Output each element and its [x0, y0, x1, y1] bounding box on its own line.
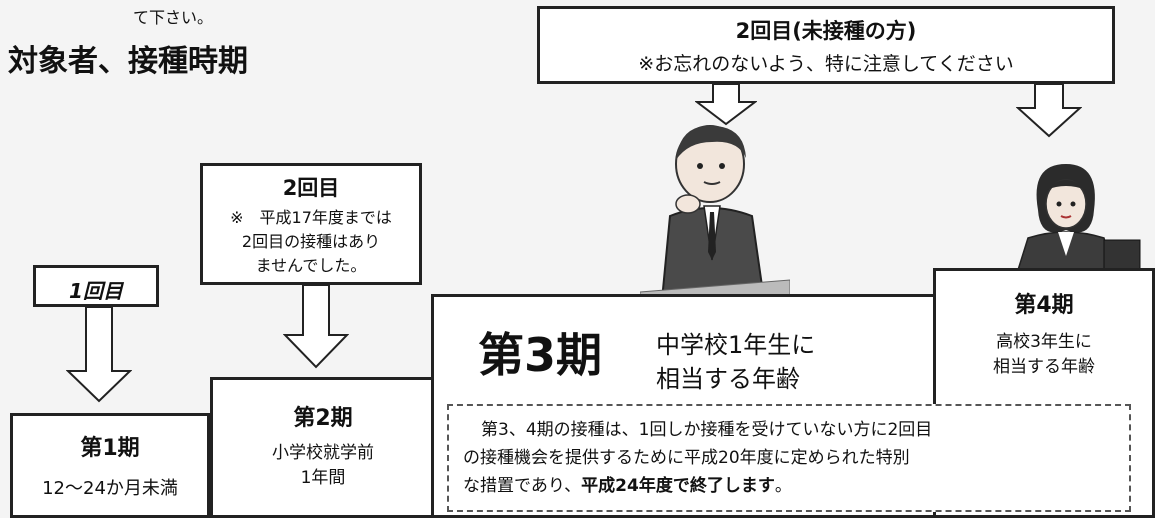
period3-desc-line2: 相当する年齢: [656, 365, 800, 393]
down-arrow-icon: [66, 307, 132, 403]
dose2-unvaccinated-title: 2回目(未接種の方): [735, 19, 917, 43]
dose2-note-line3: ませんでした。: [255, 256, 367, 275]
notice-end-date: 平成24年度で終了します: [581, 476, 775, 496]
dose2-unvaccinated-box: 2回目(未接種の方) ※お忘れのないよう、特に注意してください: [537, 6, 1115, 84]
down-arrow-icon: [695, 84, 757, 126]
notice-line1: 第3、4期の接種は、1回しか接種を受けていない方に2回目: [481, 420, 933, 440]
student-thinking-illustration: [639, 120, 791, 304]
down-arrow-icon: [1016, 84, 1082, 138]
period4-desc-line2: 相当する年齢: [993, 357, 1095, 377]
notice-line2: の接種機会を提供するために平成20年度に定められた特別: [463, 448, 910, 468]
page-title: 対象者、接種時期: [8, 44, 248, 79]
notice-box: 第3、4期の接種は、1回しか接種を受けていない方に2回目 の接種機会を提供するた…: [447, 404, 1131, 512]
dose2-note-line2: 2回目の接種はあり: [241, 232, 381, 251]
period1-box: 第1期 12〜24か月未満: [10, 413, 210, 518]
dose2-note-title: 2回目: [282, 176, 340, 200]
dose1-box: 1回目: [33, 265, 159, 307]
period3-title: 第3期: [478, 328, 603, 382]
period2-box: 第2期 小学校就学前 1年間: [210, 377, 436, 518]
notice-line3: な措置であり、平成24年度で終了します。: [463, 472, 1115, 500]
down-arrow-icon: [283, 285, 349, 369]
period2-desc-line2: 1年間: [300, 468, 346, 488]
dose2-unvaccinated-note: ※お忘れのないよう、特に注意してください: [638, 53, 1014, 75]
header-fragment: て下さい。: [133, 8, 214, 27]
notice-line3-suffix: 。: [774, 476, 792, 496]
period1-title: 第1期: [80, 436, 140, 461]
student-studying-illustration: [1000, 160, 1145, 274]
dose2-note-line1: ※ 平成17年度までは: [230, 208, 392, 227]
dose2-note-box: 2回目 ※ 平成17年度までは 2回目の接種はあり ませんでした。: [200, 163, 422, 285]
period3-desc-line1: 中学校1年生に: [656, 331, 816, 359]
period2-title: 第2期: [293, 406, 353, 431]
notice-line3-prefix: な措置であり、: [463, 476, 582, 496]
period2-desc-line1: 小学校就学前: [272, 443, 374, 463]
period4-desc-line1: 高校3年生に: [996, 332, 1092, 352]
period1-desc: 12〜24か月未満: [42, 478, 178, 499]
period4-title: 第4期: [1014, 293, 1074, 318]
